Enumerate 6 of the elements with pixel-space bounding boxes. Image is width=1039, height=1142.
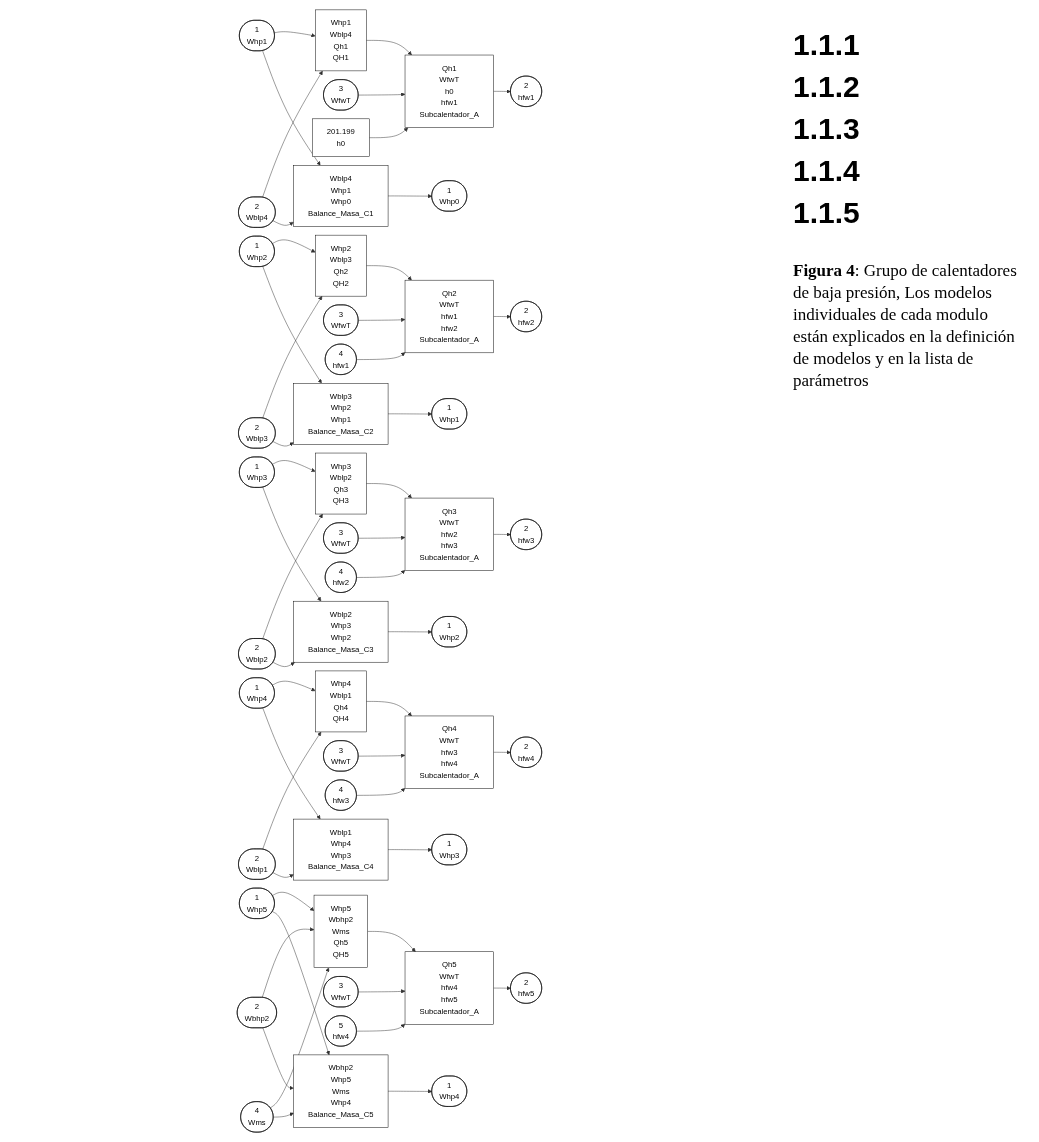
figure-caption: Figura 4: Grupo de calentadores de baja presión, Los modelos individuales de cada modulo están explicados en la definición de modelos y en la lista de parámetros xyxy=(793,260,1018,393)
section-number: 1.1.5 xyxy=(793,196,861,230)
section-number: 1.1.2 xyxy=(793,70,861,104)
section-number: 1.1.1 xyxy=(793,28,861,62)
section-number: 1.1.3 xyxy=(793,112,861,146)
section-number: 1.1.4 xyxy=(793,154,861,188)
